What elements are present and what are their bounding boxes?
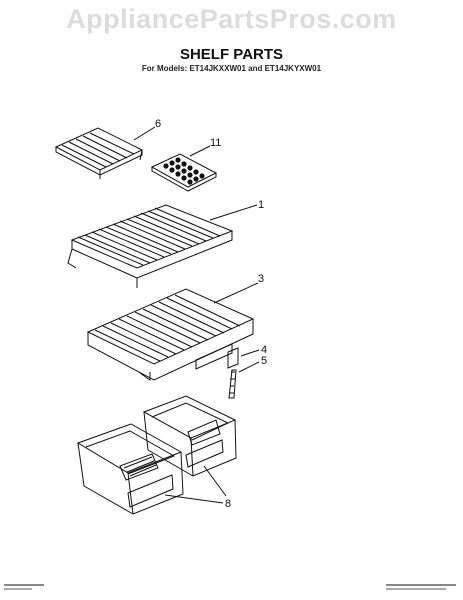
part-crisper-drawers bbox=[76, 395, 237, 515]
callout-8: 8 bbox=[225, 498, 231, 510]
callout-4: 4 bbox=[261, 344, 267, 356]
part-wire-shelf bbox=[67, 204, 234, 288]
part-glass-shelf bbox=[86, 288, 255, 381]
leader-3 bbox=[213, 282, 259, 304]
callout-3: 3 bbox=[258, 273, 264, 285]
callout-1: 1 bbox=[258, 199, 264, 211]
leader-1 bbox=[209, 204, 258, 221]
page-title: SHELF PARTS bbox=[179, 46, 284, 63]
leader-4 bbox=[240, 349, 260, 357]
leader-11 bbox=[189, 145, 211, 157]
callout-5: 5 bbox=[261, 355, 267, 367]
footer-mark-left bbox=[4, 584, 44, 590]
part-egg-tray bbox=[150, 153, 218, 192]
watermark: AppliancePartsPros.com bbox=[66, 4, 397, 34]
part-wire-rack bbox=[54, 127, 144, 179]
leader-5 bbox=[238, 361, 260, 373]
leader-6 bbox=[133, 126, 156, 141]
callout-11: 11 bbox=[210, 137, 221, 149]
leader-8a bbox=[164, 494, 224, 504]
leader-8b bbox=[203, 465, 227, 497]
footer-mark-right bbox=[386, 584, 456, 590]
model-subtitle: For Models: ET14JKXXW01 and ET14JKYXW01 bbox=[141, 64, 322, 73]
callout-6: 6 bbox=[155, 118, 161, 130]
part-shelf-support bbox=[227, 347, 239, 399]
